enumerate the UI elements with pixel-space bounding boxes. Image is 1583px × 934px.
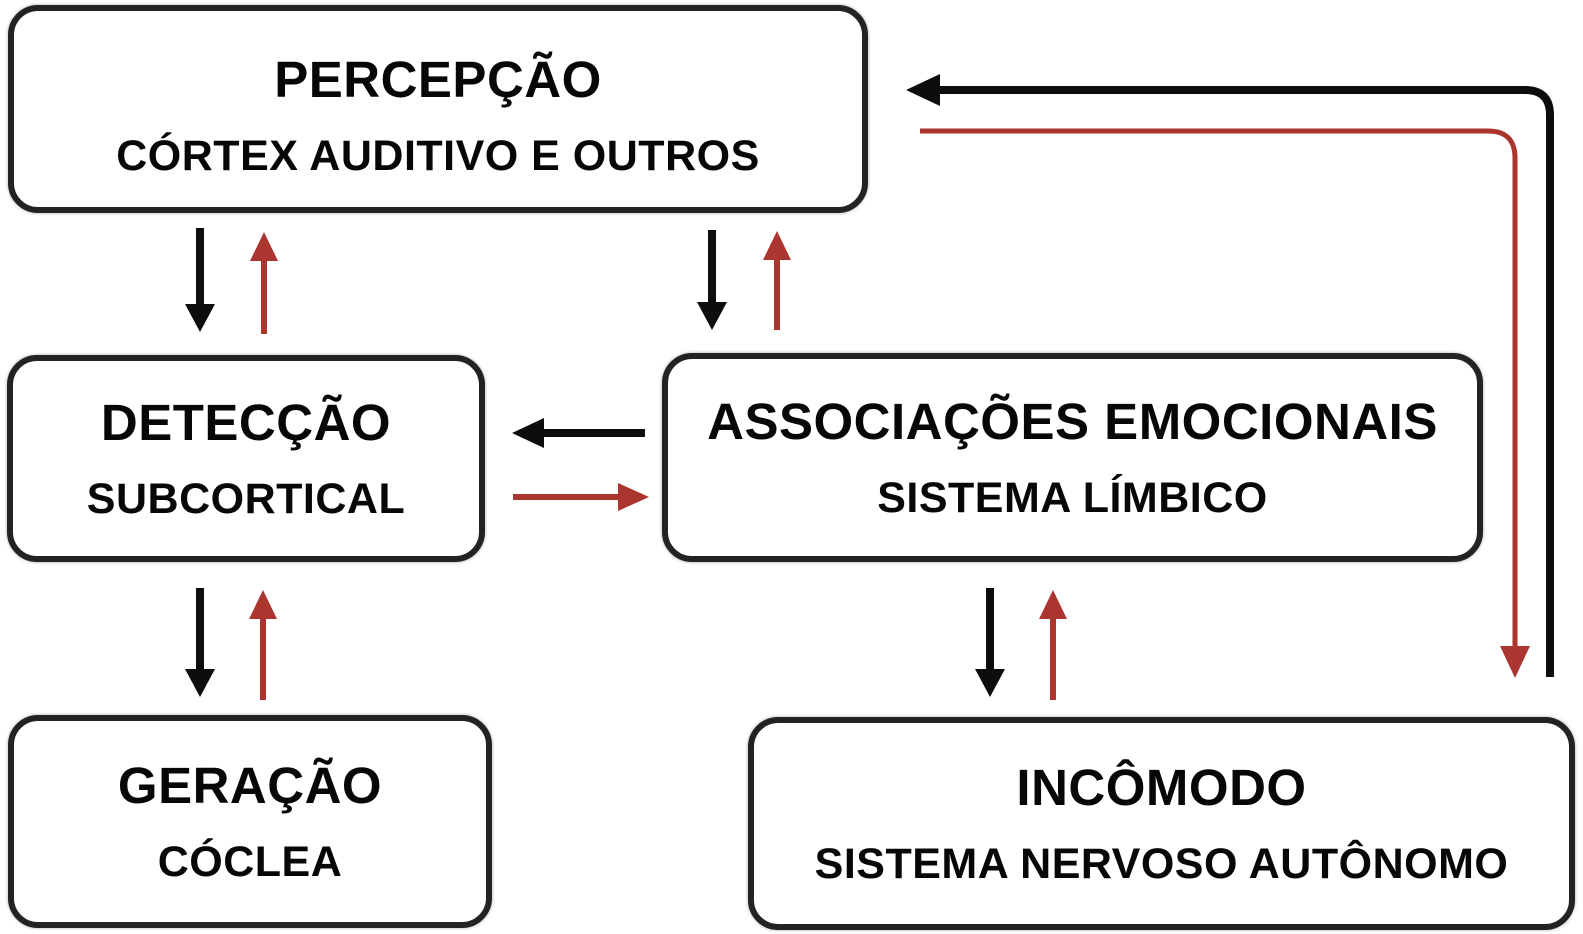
arrow-line (920, 128, 1518, 647)
box-subtitle: SUBCORTICAL (86, 474, 406, 523)
box-title: PERCEPÇÃO (274, 51, 602, 108)
arrow-red-deteccao-to-percepcao (250, 232, 278, 334)
arrowhead-down-icon (975, 669, 1005, 697)
arrowhead-up-icon (250, 232, 278, 261)
arrow-red-deteccao-to-associacoes (513, 483, 649, 511)
box-incomodo: INCÔMODO SISTEMA NERVOSO AUTÔNOMO (748, 717, 1575, 930)
box-deteccao: DETECÇÃO SUBCORTICAL (7, 355, 485, 562)
arrow-red-percepcao-to-incomodo-loop (920, 128, 1530, 678)
arrowhead-left-icon (512, 418, 544, 448)
arrowhead-down-icon (185, 304, 215, 332)
box-subtitle: CÓRTEX AUDITIVO E OUTROS (116, 132, 760, 180)
box-percepcao: PERCEPÇÃO CÓRTEX AUDITIVO E OUTROS (8, 5, 868, 213)
arrow-red-incomodo-to-associacoes (1039, 590, 1067, 700)
arrow-black-deteccao-to-geracao (185, 588, 215, 697)
box-subtitle: SISTEMA LÍMBICO (877, 473, 1268, 522)
arrowhead-down-icon (697, 302, 727, 330)
box-title: ASSOCIAÇÕES EMOCIONAIS (707, 392, 1438, 450)
box-title: GERAÇÃO (117, 756, 383, 814)
box-subtitle: SISTEMA NERVOSO AUTÔNOMO (814, 839, 1509, 888)
arrow-red-associacoes-to-percepcao (763, 231, 791, 330)
arrow-black-percepcao-to-associacoes (697, 230, 727, 330)
arrowhead-up-icon (1039, 590, 1067, 619)
arrow-black-associacoes-to-deteccao (512, 418, 645, 448)
arrowhead-right-icon (618, 483, 649, 511)
box-title: INCÔMODO (1016, 758, 1307, 816)
arrow-black-incomodo-to-percepcao-loop (906, 74, 1554, 677)
box-subtitle: CÓCLEA (157, 837, 343, 886)
arrow-black-percepcao-to-deteccao (185, 228, 215, 332)
arrow-line (938, 86, 1554, 677)
arrowhead-down-icon (185, 669, 215, 697)
arrowhead-left-icon (906, 74, 940, 106)
arrow-red-geracao-to-deteccao (249, 590, 277, 700)
box-geracao: GERAÇÃO CÓCLEA (8, 715, 492, 928)
arrowhead-down-icon (1500, 646, 1530, 678)
arrowhead-up-icon (249, 590, 277, 619)
box-title: DETECÇÃO (100, 393, 392, 451)
arrowhead-up-icon (763, 231, 791, 260)
box-associacoes: ASSOCIAÇÕES EMOCIONAIS SISTEMA LÍMBICO (662, 353, 1483, 562)
arrow-black-associacoes-to-incomodo (975, 588, 1005, 697)
